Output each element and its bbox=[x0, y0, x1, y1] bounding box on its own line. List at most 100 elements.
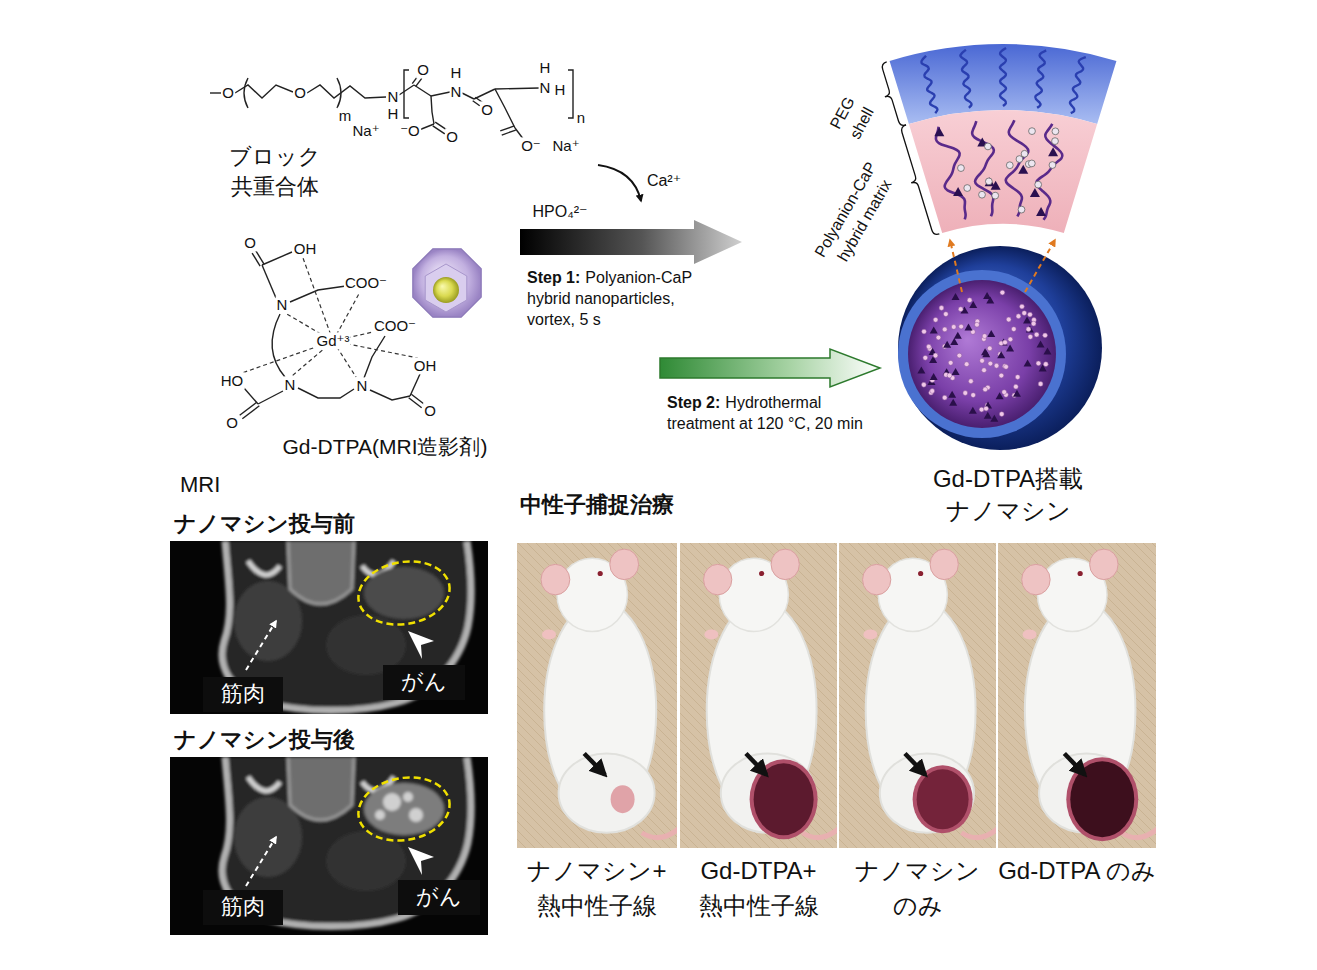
cap-particle bbox=[982, 368, 987, 373]
fabric-texture bbox=[517, 543, 677, 848]
bone bbox=[248, 561, 280, 575]
fabric-texture bbox=[680, 543, 837, 848]
label-box: 筋肉 bbox=[203, 677, 283, 712]
gd-dtpa-mark bbox=[990, 415, 998, 422]
cap-particle bbox=[1016, 314, 1021, 319]
fabric-texture bbox=[839, 543, 866, 848]
label-box: がん bbox=[398, 880, 480, 915]
atom-label: O bbox=[293, 84, 307, 101]
fabric-texture bbox=[680, 543, 837, 848]
fabric-texture bbox=[998, 543, 1156, 848]
fabric-texture bbox=[998, 543, 1156, 848]
panel-heading: ナノマシン投与後 bbox=[170, 724, 488, 755]
panel-image: 筋肉がん bbox=[170, 541, 488, 714]
cap-particle bbox=[1028, 160, 1035, 167]
gd-dtpa-mark bbox=[917, 366, 925, 373]
fabric-texture bbox=[839, 543, 996, 848]
fabric-texture bbox=[998, 543, 1142, 848]
fabric-texture bbox=[517, 543, 677, 848]
atom-label: N bbox=[276, 296, 289, 313]
step1-arrow bbox=[520, 220, 742, 264]
panel-picture bbox=[839, 543, 996, 848]
cap-particle bbox=[982, 334, 987, 339]
cap-particle bbox=[968, 379, 973, 384]
atom-label: N bbox=[450, 83, 463, 100]
cap-particle bbox=[948, 360, 953, 365]
fabric-texture bbox=[834, 543, 837, 848]
fabric-texture bbox=[517, 543, 677, 848]
fabric-texture bbox=[680, 543, 837, 848]
cap-particle bbox=[943, 312, 948, 317]
atom-label: OH bbox=[413, 357, 438, 374]
gd-dtpa-mark bbox=[948, 391, 956, 398]
bond bbox=[495, 88, 539, 89]
atom-label: O bbox=[480, 101, 494, 118]
cap-particle bbox=[1043, 362, 1048, 367]
cap-particle bbox=[1026, 327, 1031, 332]
atom-label: O⁻ bbox=[520, 137, 542, 154]
atom-label: O bbox=[480, 101, 494, 118]
gd-dtpa-mark bbox=[949, 399, 957, 406]
cap-particle bbox=[959, 324, 964, 329]
gd-dtpa-mark bbox=[987, 330, 995, 337]
polyanion-chain bbox=[936, 127, 966, 220]
cap-particle bbox=[1029, 128, 1036, 135]
fabric-texture bbox=[680, 543, 837, 848]
cap-particle bbox=[964, 185, 971, 192]
cap-particle bbox=[1021, 150, 1028, 157]
photo-background bbox=[517, 543, 677, 848]
fabric-texture bbox=[839, 543, 996, 848]
muscle-region bbox=[234, 581, 302, 661]
cap-particle bbox=[1016, 156, 1023, 163]
cap-particle bbox=[1036, 361, 1041, 366]
cutaway-rim bbox=[898, 270, 1066, 438]
spine bbox=[288, 757, 354, 820]
cap-particle bbox=[921, 382, 926, 387]
atom-label: OH bbox=[293, 240, 318, 257]
nanoparticle-core bbox=[433, 277, 459, 303]
atom-label: Gd⁺³ bbox=[316, 332, 351, 349]
layer-label: PEG shell bbox=[822, 88, 881, 148]
mouse-ear bbox=[863, 564, 891, 595]
fabric-texture bbox=[662, 543, 677, 848]
pointer-arrow bbox=[584, 753, 605, 774]
mouse-paw bbox=[1023, 630, 1037, 640]
atom-label: O bbox=[293, 84, 307, 101]
cap-particle bbox=[933, 353, 938, 358]
gd-dtpa-mark bbox=[965, 324, 973, 331]
panel-image bbox=[517, 543, 677, 848]
mouse-eye bbox=[1078, 571, 1083, 576]
reagent-label: Ca²⁺ bbox=[646, 172, 682, 190]
mouse-ear bbox=[1022, 564, 1050, 595]
atom-label: COO⁻ bbox=[373, 317, 417, 334]
atom-label: O bbox=[221, 84, 235, 101]
step-title: Step 2: bbox=[667, 394, 720, 411]
fabric-texture bbox=[839, 543, 996, 848]
region-label: 筋肉 bbox=[221, 680, 265, 709]
mouse-tail bbox=[961, 827, 996, 838]
compound-name: ブロック 共重合体 bbox=[215, 142, 335, 201]
atom-label: O bbox=[445, 128, 459, 145]
matrix-band bbox=[909, 110, 1097, 233]
fabric-texture bbox=[517, 543, 677, 848]
fabric-texture bbox=[680, 543, 837, 848]
fabric-texture bbox=[680, 543, 837, 848]
peg-chain bbox=[1000, 48, 1006, 106]
cap-particle bbox=[988, 361, 993, 366]
fabric-texture bbox=[680, 543, 707, 848]
gd-dtpa-mark bbox=[953, 187, 963, 196]
atom-label: H bbox=[450, 64, 463, 81]
bond bbox=[258, 391, 283, 404]
cap-particle bbox=[967, 298, 972, 303]
atom-label: COO⁻ bbox=[373, 317, 417, 334]
cap-particle bbox=[1008, 337, 1013, 342]
fabric-texture bbox=[825, 543, 837, 848]
gd-dtpa-mark bbox=[950, 338, 958, 345]
fabric-texture bbox=[840, 543, 996, 848]
gd-dtpa-mark bbox=[930, 326, 938, 333]
cap-particle bbox=[971, 393, 976, 398]
fabric-texture bbox=[517, 543, 544, 848]
fabric-texture bbox=[527, 543, 677, 848]
atom-label: O bbox=[423, 402, 437, 419]
pointer-arrowhead bbox=[408, 631, 434, 659]
